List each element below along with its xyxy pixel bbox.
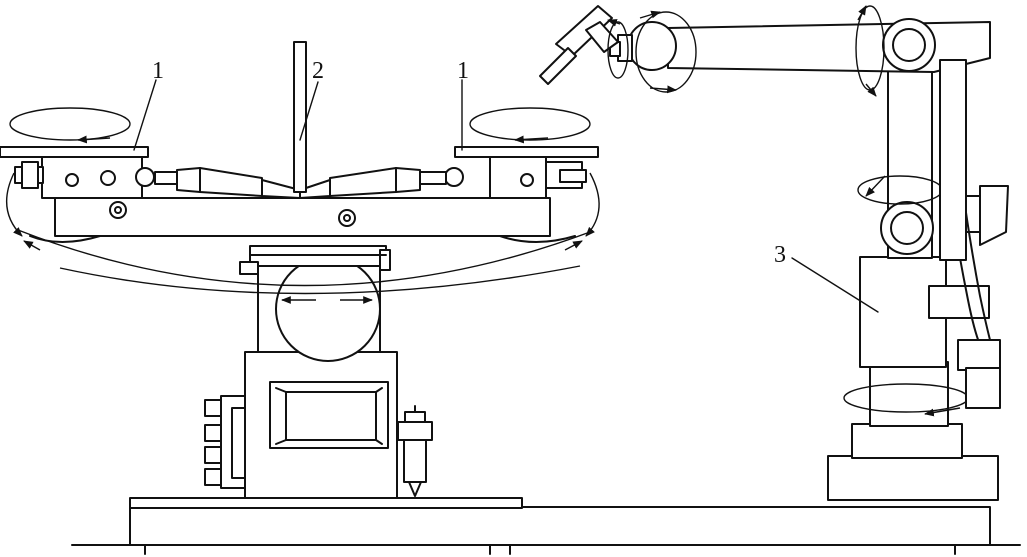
callout-label-3: 3 [774, 242, 786, 268]
workpiece-plate [293, 41, 307, 193]
callout-label-2: 2 [312, 58, 324, 84]
positioner-rotary-drum [239, 245, 391, 362]
air-filter-regulator [397, 405, 433, 497]
left-clamp-cylinder [135, 167, 301, 199]
welding-torch [539, 5, 629, 85]
positioner-frame [29, 197, 576, 243]
callout-leaders [133, 79, 879, 313]
base-platform [71, 497, 1021, 555]
robot-pedestal [827, 361, 999, 501]
callout-label-1-right: 1 [457, 58, 469, 84]
callout-label-1-left: 1 [152, 58, 164, 84]
right-turntable [454, 146, 599, 199]
positioner-rotation-arrows [5, 107, 600, 304]
robot-upper-arm [667, 5, 991, 261]
robot-cable-hose [939, 119, 1001, 409]
robot-lower-arm [857, 61, 943, 259]
right-clamp-cylinder [299, 167, 464, 199]
positioner-base-cabinet [204, 351, 398, 499]
left-turntable [0, 146, 149, 199]
